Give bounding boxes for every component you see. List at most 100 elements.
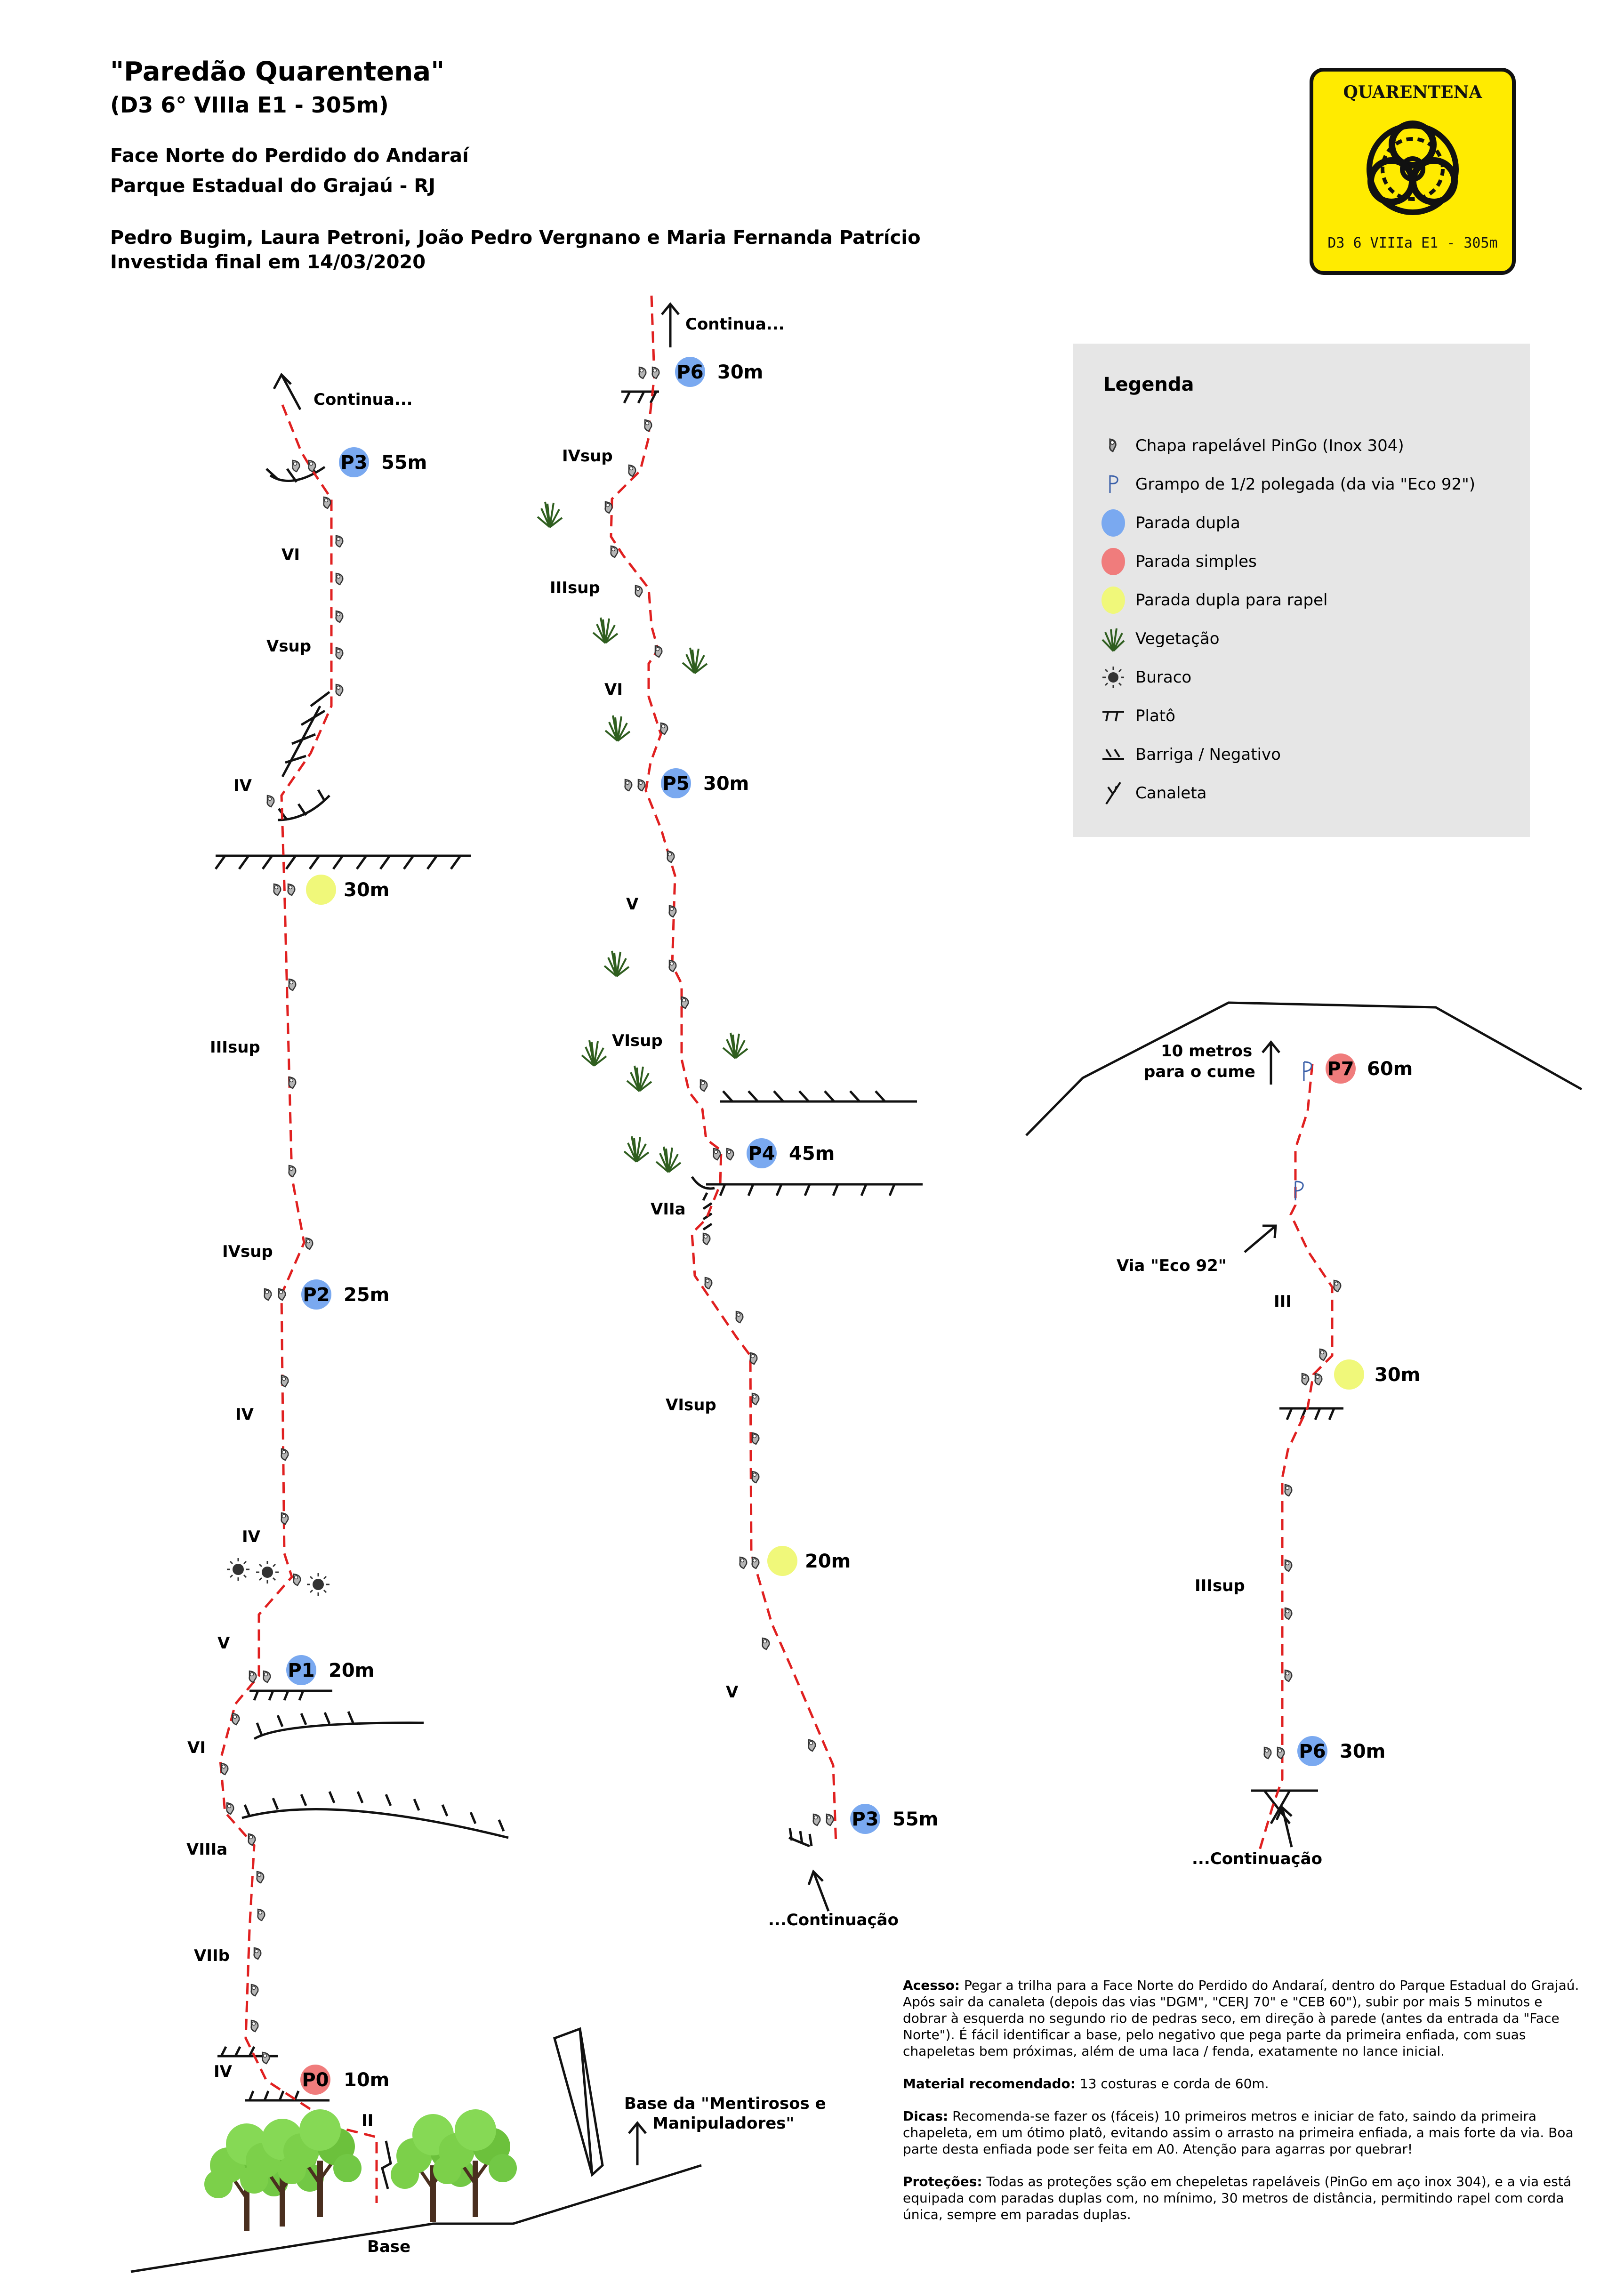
col3-stop-rappel-dist: 30m <box>1375 1364 1420 1386</box>
col1-grade-1: VI <box>281 546 300 564</box>
col1-grade-3: IV <box>233 776 252 795</box>
col1-grade-6: IV <box>235 1405 254 1424</box>
col1-stop-p0-dist: 10m <box>344 2069 389 2091</box>
col1-stop-p2-dot <box>301 1279 331 1310</box>
legend-item-overhang: Barriga / Negativo <box>1101 738 1281 771</box>
overhang-icon <box>1102 748 1124 760</box>
col2-continue-label: Continua... <box>685 315 785 334</box>
col1-base-label: Base <box>367 2237 410 2256</box>
col2-stop-p5-dot <box>661 768 691 798</box>
first-ascent-date: Investida final em 14/03/2020 <box>110 251 426 273</box>
vegetation-icon <box>1101 628 1125 652</box>
legend-item-bolt: Chapa rapelável PinGo (Inox 304) <box>1101 429 1404 462</box>
col1-grade-7: IV <box>242 1527 261 1546</box>
col1-grade-4: IIIsup <box>210 1038 260 1057</box>
gully-icon <box>1105 781 1121 805</box>
col2-continuation-label: ...Continuação <box>768 1911 899 1929</box>
location-line-1: Face Norte do Perdido do Andaraí <box>110 145 469 167</box>
col1-grade-9: VI <box>187 1738 206 1757</box>
legend-item-hole: Buraco <box>1101 661 1191 694</box>
legend-item-vegetation: Vegetação <box>1101 622 1220 655</box>
col2-stop-p6-dot <box>675 357 705 387</box>
authors: Pedro Bugim, Laura Petroni, João Pedro V… <box>110 227 921 249</box>
col3-eco-label: Via "Eco 92" <box>1117 1256 1226 1275</box>
col1-stop-p3-dot <box>339 447 369 477</box>
col3-continuation-label: ...Continuação <box>1192 1849 1322 1868</box>
bolt-hanger-icon <box>1109 438 1117 453</box>
col3-stop-p6-dot <box>1297 1736 1327 1766</box>
info-material: Material recomendado: 13 costuras e cord… <box>903 2076 1269 2091</box>
col3-stop-p7-dist: 60m <box>1367 1058 1413 1080</box>
col1-stop-p0-dot <box>300 2065 330 2095</box>
col2-stop-p3-dist: 55m <box>892 1809 938 1830</box>
col2-stop-p6-dist: 30m <box>717 362 763 383</box>
hole-icon <box>1102 667 1124 688</box>
col1-grade-13: II <box>362 2111 373 2130</box>
legend-label-overhang: Barriga / Negativo <box>1135 745 1281 764</box>
ledge-icon <box>1102 711 1124 722</box>
col3-grade-1: III <box>1274 1292 1292 1311</box>
legend-item-single: Parada simples <box>1101 545 1257 578</box>
col2-grade-5: VIsup <box>612 1031 663 1050</box>
col3-piton-icon-1 <box>1303 1061 1312 1081</box>
col1-stop-p1-dist: 20m <box>329 1660 374 1681</box>
legend-item-gully: Canaleta <box>1101 777 1207 810</box>
col2-grade-4: V <box>626 895 639 914</box>
col1-stop-p0-label: P0 <box>302 2069 329 2091</box>
col2-stop-p5-dist: 30m <box>703 773 749 795</box>
legend-label-single: Parada simples <box>1135 552 1257 571</box>
col1-neighbor-base-2: Manipuladores" <box>652 2114 794 2133</box>
legend-panel: Legenda Chapa rapelável PinGo (Inox 304)… <box>1073 344 1530 837</box>
col1-neighbor-base-1: Base da "Mentirosos e <box>624 2094 826 2113</box>
col2-grade-2: IIIsup <box>550 579 600 597</box>
col3-stop-p7-label: P7 <box>1327 1058 1354 1080</box>
biohazard-icon <box>1367 121 1459 215</box>
col2-grade-3: VI <box>604 680 623 699</box>
legend-label-vegetation: Vegetação <box>1135 629 1220 648</box>
col2-stop-p5-label: P5 <box>662 773 689 795</box>
route-grade: (D3 6° VIIIa E1 - 305m) <box>110 92 389 118</box>
legend-label-hole: Buraco <box>1135 668 1192 687</box>
col2-stop-p3-dot <box>850 1804 880 1834</box>
legend-label-ledge: Platô <box>1135 707 1175 725</box>
quarentena-logo: QUARENTENA D3 6 VIIIa E1 - 305m <box>1310 68 1516 275</box>
column-2-route: Continua... P6 30m P5 30m P4 45m 20m P3 … <box>537 295 938 1929</box>
col2-stop-p3-label: P3 <box>852 1809 878 1830</box>
route-title: "Paredão Quarentena" <box>110 56 445 87</box>
legend-item-ledge: Platô <box>1101 699 1175 732</box>
col2-stop-rappel-dot <box>767 1546 797 1576</box>
col3-piton-icon-2 <box>1294 1181 1304 1200</box>
col2-grade-7: VIsup <box>666 1396 716 1415</box>
col1-stop-p3-dist: 55m <box>381 452 427 474</box>
col2-stop-p4-dist: 45m <box>789 1143 835 1165</box>
legend-item-double: Parada dupla <box>1101 506 1240 539</box>
legend-label-rappel: Parada dupla para rapel <box>1135 591 1328 610</box>
col1-stop-p1-dot <box>286 1655 316 1685</box>
info-tips: Dicas: Recomenda-se fazer os (fáceis) 10… <box>903 2108 1574 2157</box>
col2-stop-rappel-dist: 20m <box>805 1551 851 1572</box>
col3-stop-p7-dot <box>1326 1053 1356 1084</box>
legend-label-piton: Grampo de 1/2 polegada (da via "Eco 92") <box>1135 475 1475 494</box>
col1-grade-10: VIIIa <box>186 1840 227 1859</box>
col2-stop-p4-label: P4 <box>748 1143 775 1165</box>
col1-stop-p1-label: P1 <box>288 1660 314 1681</box>
double-anchor-dot <box>1101 509 1125 537</box>
col2-stop-p6-label: P6 <box>676 362 703 383</box>
col3-stop-rappel-dot <box>1334 1359 1364 1390</box>
col1-stop-rappel-dot <box>306 875 336 905</box>
col3-summit-note-2: para o cume <box>1144 1062 1255 1081</box>
col1-stop-p3-label: P3 <box>340 452 367 474</box>
col1-continue-label: Continua... <box>314 390 413 409</box>
col1-grade-11: VIIb <box>194 1946 230 1965</box>
col2-grade-8: V <box>726 1683 739 1702</box>
info-access: Acesso: Pegar a trilha para a Face Norte… <box>903 1978 1579 2059</box>
logo-subtitle: D3 6 VIIIa E1 - 305m <box>1327 235 1497 251</box>
legend-title: Legenda <box>1103 374 1194 395</box>
col2-stop-p4-dot <box>747 1138 777 1168</box>
legend-label-gully: Canaleta <box>1135 784 1207 803</box>
col1-grade-2: Vsup <box>266 637 311 656</box>
col3-summit-note-1: 10 metros <box>1161 1042 1252 1061</box>
column-3-route: 10 metros para o cume Via "Eco 92" P7 60… <box>1025 1001 1583 1868</box>
single-anchor-dot <box>1101 548 1125 575</box>
route-info: Acesso: Pegar a trilha para a Face Norte… <box>903 1977 1590 2239</box>
